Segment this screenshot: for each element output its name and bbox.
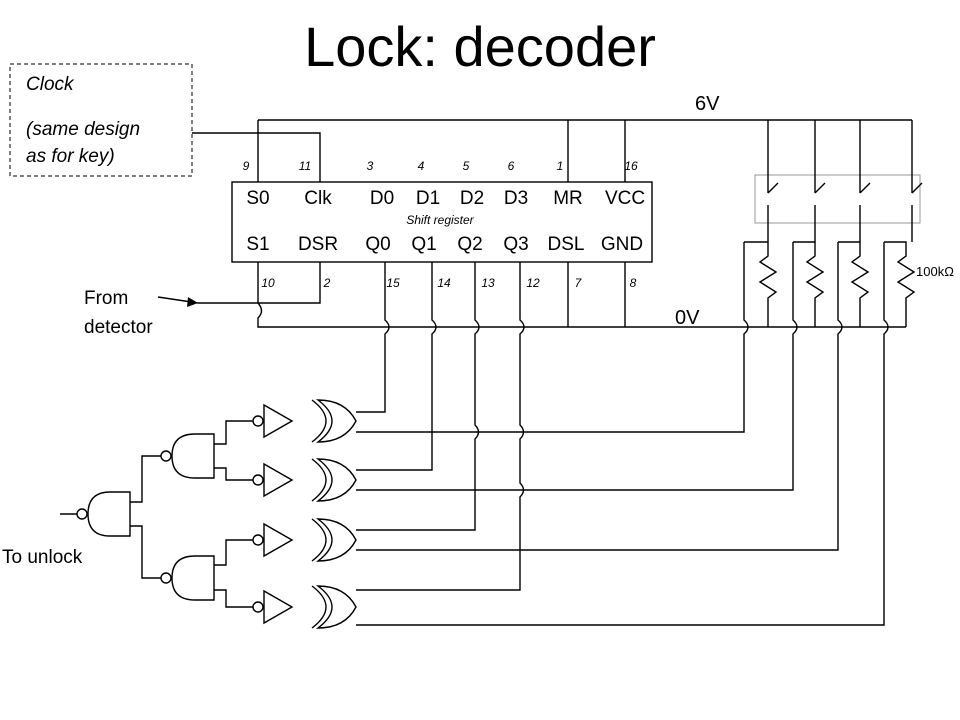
pin-clk: Clk [304,188,332,209]
pin-number-10: 10 [261,276,275,290]
resistor-4 [884,241,916,327]
switch-bank [754,174,921,224]
key-bit-0-wire [356,242,749,433]
detector-wire [198,262,259,304]
pin-d2: D2 [460,188,484,209]
clock-note-line1: (same design [26,119,140,140]
pin-q2: Q2 [457,234,482,255]
q1-wire [356,262,437,471]
pin-number-4: 4 [418,159,425,173]
nand1-out-wire [130,455,161,503]
pin-gnd: GND [601,234,643,255]
pin-number-15: 15 [386,276,400,290]
resistor-2 [793,241,825,327]
pin-number-1: 1 [557,159,564,173]
xnor4-out-wire [214,589,244,608]
pin-s0: S0 [246,188,269,209]
switch-4 [911,120,923,242]
chip-name: Shift register [406,213,474,227]
pin-number-6: 6 [508,159,515,173]
pin-number-5: 5 [463,159,470,173]
supply-0v-label: 0V [675,307,700,329]
xnor-gate-3 [244,518,357,562]
pin-d1: D1 [416,188,440,209]
supply-6v-label: 6V [695,93,720,115]
pin-number-2: 2 [323,276,331,290]
input-label-line1: From [84,288,128,309]
pin-number-16: 16 [624,159,638,173]
switch-1 [767,120,779,242]
pin-number-3: 3 [367,159,374,173]
key-bit-1-wire [356,242,798,491]
xnor-gate-2 [244,458,357,502]
pin-number-13: 13 [481,276,495,290]
input-label-line2: detector [84,317,153,338]
nand-gate-2 [160,555,215,601]
xnor3-out-wire [214,539,244,566]
q0-wire [356,262,390,413]
pin-number-11: 11 [299,159,311,173]
q2-wire [356,262,480,531]
pin-d0: D0 [370,188,394,209]
pin-mr: MR [553,188,583,209]
pin-q3: Q3 [503,234,528,255]
dsr-wire [258,262,321,304]
page-title: Lock: decoder [304,15,656,78]
pin-number-7: 7 [575,276,583,290]
clock-box [9,63,193,177]
xnor-gate-4 [244,585,357,629]
q3-wire [356,262,525,591]
pin-number-14: 14 [437,276,451,290]
pin-q1: Q1 [411,234,436,255]
nand-gate-1 [160,433,215,479]
xnor2-out-wire [214,467,244,481]
xnor-gate-1 [244,399,357,443]
clock-label: Clock [26,74,75,95]
pin-s1: S1 [246,234,269,255]
nand2-out-wire [130,525,161,579]
pin-vcc: VCC [605,188,645,209]
detector-arrow-head [187,297,198,307]
clock-note-line2: as for key) [26,146,115,167]
xnor1-out-wire [214,420,244,445]
nor-gate-final [76,491,131,537]
pin-q0: Q0 [365,234,390,255]
key-bit-3-wire [356,242,889,626]
output-label: To unlock [2,547,83,568]
pin-dsr: DSR [298,234,338,255]
pin-d3: D3 [504,188,528,209]
switch-3 [859,120,871,242]
resistor-3 [838,241,870,327]
pin-number-8: 8 [630,276,637,290]
pin-dsl: DSL [548,234,585,255]
key-bit-2-wire [356,242,843,551]
resistor-value: 100kΩ [916,264,954,279]
pin-number-12: 12 [526,276,540,290]
clock-wire [192,132,321,182]
pin-number-9: 9 [243,159,250,173]
shift-register-chip [231,181,653,263]
resistor-1 [744,241,778,327]
switch-2 [814,120,826,242]
rail-0v [257,302,906,328]
